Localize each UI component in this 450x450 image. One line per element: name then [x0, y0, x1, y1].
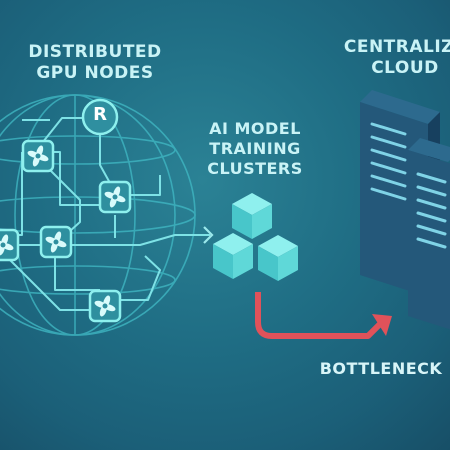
server-light	[370, 122, 407, 136]
server-light	[370, 174, 407, 188]
server-light	[416, 211, 447, 223]
server-light	[370, 135, 407, 149]
fan-chip-icon	[98, 180, 132, 214]
label-line: AI MODEL	[209, 119, 301, 138]
server-light	[416, 224, 447, 236]
server-light	[416, 172, 447, 184]
label-line: DISTRIBUTED	[28, 42, 162, 62]
server-light	[370, 187, 407, 201]
label-line: CENTRALIZE	[343, 37, 450, 57]
cube-icon	[232, 193, 272, 239]
fan-chip-icon	[39, 225, 73, 259]
server-light	[370, 161, 407, 175]
router-label: R	[93, 104, 107, 125]
label-line: TRAINING	[209, 139, 301, 158]
fan-chip-icon	[0, 228, 20, 262]
server-light	[416, 198, 447, 210]
label-line: CLOUD	[371, 58, 439, 79]
training-cluster-cubes	[213, 193, 298, 281]
label-line: CLUSTERS	[207, 159, 303, 178]
distributed-gpu-nodes-label: DISTRIBUTED GPU NODES	[10, 42, 180, 85]
router-icon	[81, 98, 119, 136]
fan-chip-icon	[21, 139, 55, 173]
label-line: GPU NODES	[36, 63, 154, 84]
gpu-node-group	[0, 139, 132, 323]
server-light	[370, 148, 407, 162]
bottleneck-arrow	[255, 292, 392, 339]
cube-icon	[213, 233, 253, 279]
centralized-cloud-label: CENTRALIZE CLOUD	[320, 37, 450, 80]
bottleneck-label: BOTTLENECK	[319, 359, 443, 378]
arrow-to-clusters	[203, 226, 214, 244]
cube-icon	[258, 235, 298, 281]
server-rack-icon	[408, 138, 450, 330]
globe-icon	[0, 94, 196, 336]
training-clusters-label: AI MODEL TRAINING CLUSTERS	[190, 119, 320, 179]
server-light	[416, 185, 447, 197]
server-light	[416, 237, 447, 249]
fan-chip-icon	[88, 289, 122, 323]
